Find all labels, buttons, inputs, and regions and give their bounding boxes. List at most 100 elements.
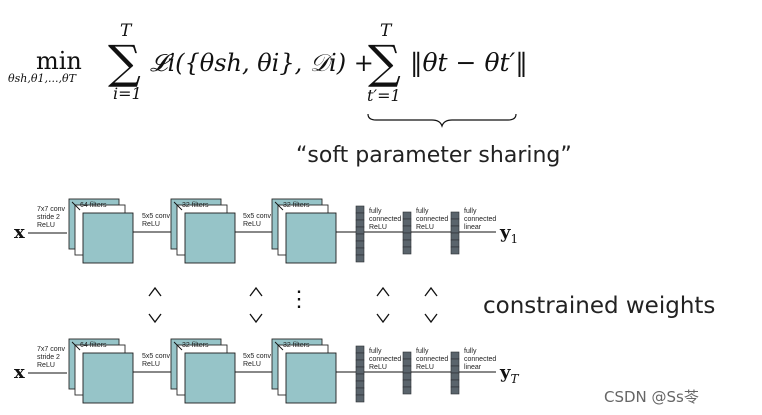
constrained-weights-label: constrained weights xyxy=(483,293,715,319)
input-label: x xyxy=(14,362,25,383)
neuron-cell xyxy=(355,373,365,382)
filter-count: 32 filters xyxy=(283,342,310,349)
feature-map-front xyxy=(82,212,134,264)
neuron-cell xyxy=(402,386,412,395)
weight-constraints: ⋮ xyxy=(148,286,438,324)
filter-count: 64 filters xyxy=(80,342,107,349)
down-chevron-icon xyxy=(249,313,263,324)
filter-pointer-icon xyxy=(274,201,284,211)
neuron-cell xyxy=(402,211,412,220)
layer-label-line: stride 2 xyxy=(37,354,60,361)
min-subscript: θsh,θ1,...,θT xyxy=(8,72,78,85)
output-subscript: T xyxy=(510,372,519,386)
up-chevron-icon xyxy=(424,286,438,297)
neuron-cell xyxy=(402,246,412,255)
layer-label-line: fully xyxy=(464,348,477,355)
neuron-cell xyxy=(402,239,412,248)
layer-label-line: ReLU xyxy=(37,222,55,229)
up-chevron-icon xyxy=(148,286,162,297)
neuron-cell xyxy=(355,366,365,375)
neuron-cell xyxy=(450,386,460,395)
output-label: y1 xyxy=(499,222,518,246)
layer-label-line: 7x7 conv xyxy=(37,346,66,353)
conv-block-2: 32 filters 5x5 conv ReLU xyxy=(142,338,236,404)
neuron-cell xyxy=(450,351,460,360)
network-row-1: x 64 filters 7x7 conv stride 2 ReLU 32 f… xyxy=(14,198,518,264)
filter-pointer-icon xyxy=(173,341,183,351)
neuron-cell xyxy=(450,239,460,248)
filter-count: 32 filters xyxy=(283,202,310,209)
neuron-cell xyxy=(450,211,460,220)
layer-label-line: 5x5 conv xyxy=(142,353,171,360)
neuron-cell xyxy=(355,359,365,368)
caption: “soft parameter sharing” xyxy=(296,143,572,168)
output-label-base: y xyxy=(499,222,511,243)
filter-pointer-icon xyxy=(173,201,183,211)
sum1-lower: i=1 xyxy=(113,84,142,103)
neuron-cell xyxy=(355,219,365,228)
layer-label-line: fully xyxy=(464,208,477,215)
conv-block-1: 64 filters 7x7 conv stride 2 ReLU xyxy=(37,198,134,264)
layer-label-line: connected xyxy=(369,356,401,363)
down-chevron-icon xyxy=(424,313,438,324)
layer-label-line: ReLU xyxy=(142,361,160,368)
layer-label-line: 5x5 conv xyxy=(243,213,272,220)
layer-label-line: linear xyxy=(464,224,482,231)
fc-vector-2 xyxy=(402,351,412,395)
layer-label-line: 5x5 conv xyxy=(142,213,171,220)
layer-label-line: ReLU xyxy=(416,224,434,231)
neuron-cell xyxy=(450,365,460,374)
feature-map-front xyxy=(285,212,337,264)
layer-label-line: ReLU xyxy=(416,364,434,371)
sum1-sigma-icon: ∑ xyxy=(108,35,141,89)
layer-label-line: 5x5 conv xyxy=(243,353,272,360)
objective-formula: min θsh,θ1,...,θT T ∑ i=1 𝓛i({θsh, θi}, … xyxy=(8,21,528,128)
sum2-sigma-icon: ∑ xyxy=(368,35,401,89)
down-chevron-icon xyxy=(148,313,162,324)
conv-block-3: 32 filters 5x5 conv ReLU xyxy=(243,198,337,264)
layer-label-line: connected xyxy=(464,356,496,363)
neuron-cell xyxy=(402,351,412,360)
feature-map-front xyxy=(184,352,236,404)
layer-label-line: fully xyxy=(369,208,382,215)
neuron-cell xyxy=(355,226,365,235)
neuron-cell xyxy=(450,218,460,227)
layer-label-line: ReLU xyxy=(243,361,261,368)
layer-label-line: ReLU xyxy=(243,221,261,228)
underbrace-icon xyxy=(367,113,517,128)
layer-label-line: connected xyxy=(416,216,448,223)
feature-map-front xyxy=(285,352,337,404)
neuron-cell xyxy=(402,358,412,367)
network-row-2: x 64 filters 7x7 conv stride 2 ReLU 32 f… xyxy=(14,338,519,404)
neuron-cell xyxy=(355,205,365,214)
filter-count: 64 filters xyxy=(80,202,107,209)
sum2-lower: t′=1 xyxy=(367,86,401,105)
neuron-cell xyxy=(450,225,460,234)
fc-vector-1 xyxy=(355,205,365,263)
sum2-upper: T xyxy=(380,21,393,41)
conv-block-2: 32 filters 5x5 conv ReLU xyxy=(142,198,236,264)
neuron-cell xyxy=(355,247,365,256)
neuron-cell xyxy=(355,254,365,263)
fc-vector-2 xyxy=(402,211,412,255)
input-label: x xyxy=(14,222,25,243)
layer-label-line: fully xyxy=(416,208,429,215)
neuron-cell xyxy=(355,352,365,361)
neuron-cell xyxy=(450,379,460,388)
down-chevron-icon xyxy=(376,313,390,324)
neuron-cell xyxy=(355,387,365,396)
filter-count: 32 filters xyxy=(182,202,209,209)
conv-block-3: 32 filters 5x5 conv ReLU xyxy=(243,338,337,404)
layer-label-line: ReLU xyxy=(369,224,387,231)
filter-count: 32 filters xyxy=(182,342,209,349)
layer-label-line: ReLU xyxy=(142,221,160,228)
up-chevron-icon xyxy=(249,286,263,297)
neuron-cell xyxy=(355,233,365,242)
layer-label-line: ReLU xyxy=(369,364,387,371)
sum1-upper: T xyxy=(120,21,133,41)
neuron-cell xyxy=(402,372,412,381)
loss-term: 𝓛i({θsh, θi}, 𝒟i) + xyxy=(150,49,374,77)
neuron-cell xyxy=(402,218,412,227)
min-operator: min xyxy=(36,47,82,75)
